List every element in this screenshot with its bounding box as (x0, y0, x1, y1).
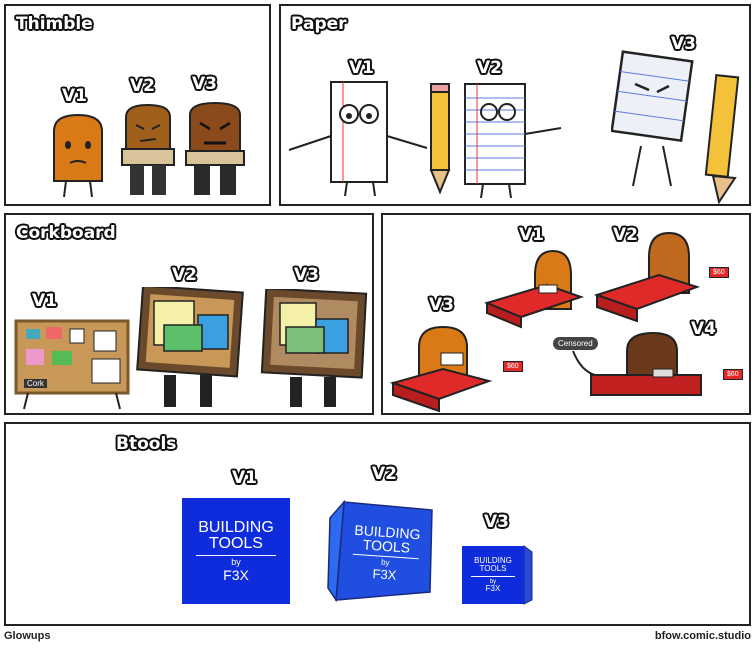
version-label: V2 (477, 58, 502, 78)
version-label: V2 (372, 464, 397, 484)
logo-line: F3X (485, 583, 501, 593)
panel-title: Paper (291, 14, 347, 34)
version-label: V2 (613, 225, 638, 245)
price-tag: $60 (723, 369, 743, 380)
btools-v2-logo: BUILDING TOOLS by F3X (339, 505, 433, 601)
logo-line: BUILDING (474, 555, 512, 565)
corkboard-v3-illustration (260, 289, 368, 407)
comic-title: Glowups (4, 630, 51, 642)
censored-bubble: Censored (553, 337, 598, 350)
corkboard-v1-illustration: Cork (14, 319, 130, 411)
version-label: V1 (62, 86, 87, 106)
logo-line: TOOLS (362, 536, 411, 557)
btools-v3-logo: BUILDING TOOLS by F3X (462, 546, 524, 604)
version-label: V3 (484, 512, 509, 532)
version-label: V3 (294, 265, 319, 285)
paper-v2-illustration (464, 83, 562, 199)
version-label: V1 (349, 58, 374, 78)
price-tag: $60 (709, 267, 729, 278)
bed-v2-illustration (593, 231, 701, 323)
version-label: V2 (130, 76, 155, 96)
panel-corkboard: Corkboard V1 V2 V3 Cork (4, 213, 374, 415)
panel-bed: V1 V2 V3 V4 $60 $60 Censored $60 (381, 213, 751, 415)
version-label: V1 (519, 225, 544, 245)
logo-divider (196, 555, 276, 557)
version-label: V1 (32, 291, 57, 311)
logo-line: F3X (223, 566, 249, 583)
bed-v1-illustration (484, 249, 585, 329)
btools-v3-cube-side (523, 545, 533, 605)
bed-v4-illustration (572, 331, 702, 396)
version-label: V2 (172, 265, 197, 285)
version-label: V3 (429, 295, 454, 315)
logo-line: TOOLS (479, 564, 507, 574)
paper-v1-illustration (288, 81, 451, 197)
btools-v1-logo: BUILDING TOOLS by F3X (182, 498, 290, 604)
logo-line: by (231, 557, 241, 568)
panel-paper: Paper V1 V2 V3 (279, 4, 751, 206)
logo-line: by (489, 578, 497, 585)
bed-v3-illustration (389, 325, 493, 413)
version-label: V3 (671, 34, 696, 54)
logo-divider (471, 575, 515, 577)
panel-title: Thimble (16, 14, 93, 34)
version-label: V3 (192, 74, 217, 94)
price-tag: $60 (503, 361, 523, 372)
thimble-v3-illustration (185, 101, 245, 195)
corkboard-v2-illustration (136, 287, 244, 407)
panel-btools: Btools V1 V2 V3 BUILDING TOOLS by F3X BU… (4, 422, 751, 626)
logo-line: TOOLS (209, 535, 263, 553)
cork-label: Cork (24, 379, 47, 388)
panel-title: Corkboard (16, 223, 116, 243)
panel-thimble: Thimble V1 V2 V3 (4, 4, 271, 206)
version-label: V1 (232, 468, 257, 488)
btools-v2-cube-back (327, 499, 433, 603)
logo-line: BUILDING (198, 518, 274, 536)
site-credit[interactable]: bfow.comic.studio (654, 630, 751, 642)
version-label: V4 (691, 319, 716, 339)
thimble-v2-illustration (121, 103, 175, 195)
panel-title: Btools (116, 434, 177, 454)
paper-v3-illustration (611, 50, 740, 204)
thimble-v1-illustration (53, 113, 103, 198)
logo-line: F3X (372, 565, 397, 583)
